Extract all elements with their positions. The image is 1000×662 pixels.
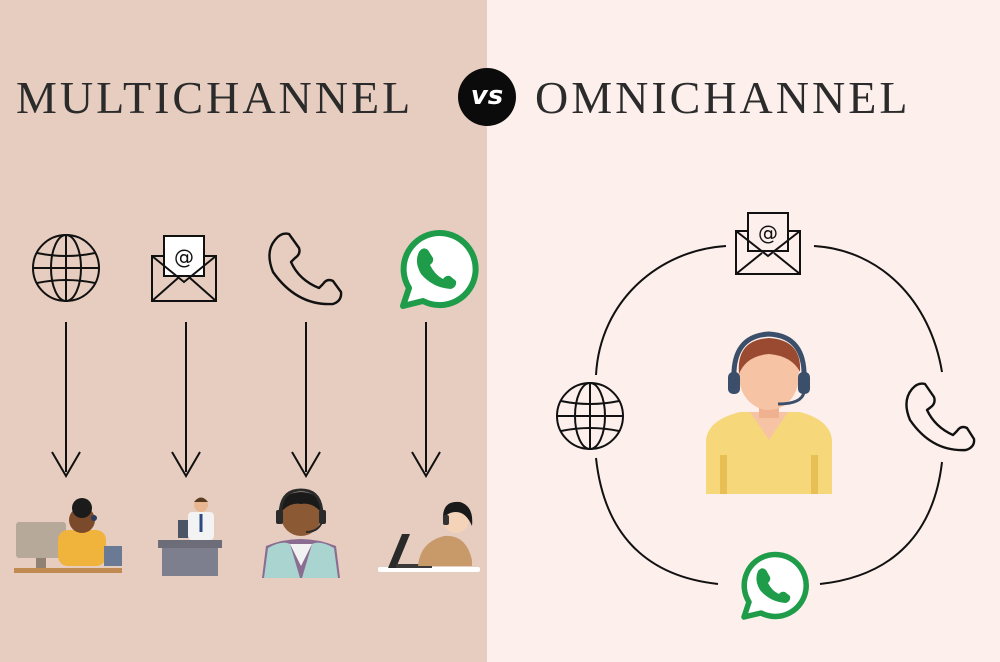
agent-headset-man	[262, 488, 340, 578]
phone-icon	[905, 382, 976, 452]
agent-woman-desk	[14, 498, 122, 573]
omnichannel-panel	[487, 0, 1000, 662]
globe-icon	[32, 234, 100, 302]
vs-badge: vs	[458, 68, 516, 126]
agent-woman-laptop	[378, 501, 480, 572]
globe-icon	[556, 382, 624, 450]
phone-icon	[268, 232, 343, 306]
email-icon: @	[735, 212, 801, 275]
whatsapp-icon	[741, 551, 809, 620]
multichannel-title: MULTICHANNEL	[16, 72, 414, 123]
agent-man-desk	[158, 497, 222, 576]
whatsapp-icon	[400, 230, 479, 309]
omnichannel-ring	[595, 245, 943, 585]
arrows	[51, 322, 441, 478]
svg-text:@: @	[174, 245, 194, 269]
omnichannel-title: OMNICHANNEL	[535, 72, 911, 123]
svg-text:@: @	[758, 221, 778, 245]
agent-headset-icon	[706, 331, 832, 494]
email-icon: @	[151, 235, 217, 302]
